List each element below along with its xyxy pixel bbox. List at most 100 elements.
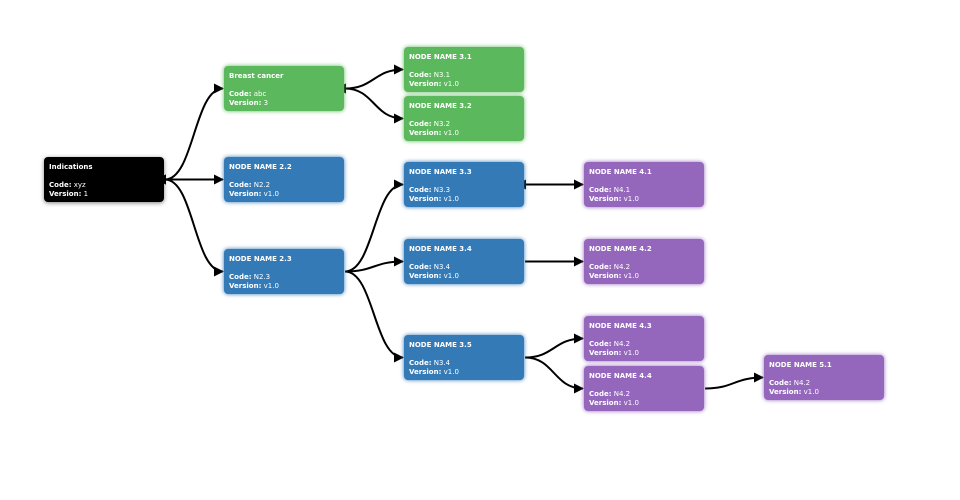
- node-version-row: Version: v1.0: [229, 190, 339, 199]
- version-label: Version:: [589, 349, 622, 357]
- edge-n21-n32: [336, 83, 404, 124]
- code-label: Code:: [229, 181, 252, 189]
- version-label: Version:: [229, 99, 262, 107]
- code-value: N4.2: [613, 390, 631, 398]
- node-title: NODE NAME 4.2: [589, 245, 652, 253]
- code-value: N3.3: [433, 186, 451, 194]
- version-value: 1: [83, 190, 89, 198]
- code-label: Code:: [49, 181, 72, 189]
- edge-n1-n21: [156, 83, 224, 185]
- code-label: Code:: [229, 90, 252, 98]
- code-label: Code:: [589, 186, 612, 194]
- node-title: NODE NAME 4.4: [589, 372, 652, 380]
- code-label: Code:: [769, 379, 792, 387]
- version-label: Version:: [409, 368, 442, 376]
- node-title: NODE NAME 3.2: [409, 102, 472, 110]
- node-title: NODE NAME 3.1: [409, 53, 472, 61]
- node-version-row: Version: 3: [229, 99, 339, 108]
- version-label: Version:: [409, 129, 442, 137]
- code-value: N3.2: [433, 120, 451, 128]
- node-title: NODE NAME 2.3: [229, 255, 292, 263]
- node-code-row: Code: N2.2: [229, 181, 339, 190]
- version-value: v1.0: [443, 195, 459, 203]
- node-title: NODE NAME 3.4: [409, 245, 472, 253]
- version-label: Version:: [589, 399, 622, 407]
- node-code-row: Code: abc: [229, 90, 339, 99]
- code-value: N4.2: [613, 263, 631, 271]
- version-value: v1.0: [623, 349, 639, 357]
- version-label: Version:: [229, 190, 262, 198]
- node-title: NODE NAME 3.3: [409, 168, 472, 176]
- version-value: v1.0: [623, 272, 639, 280]
- code-label: Code:: [589, 340, 612, 348]
- code-label: Code:: [409, 359, 432, 367]
- code-label: Code:: [589, 263, 612, 271]
- version-label: Version:: [409, 195, 442, 203]
- node-code-row: Code: N3.3: [409, 186, 519, 195]
- version-value: v1.0: [443, 129, 459, 137]
- node-version-row: Version: v1.0: [409, 80, 519, 89]
- node-title: NODE NAME 3.5: [409, 341, 472, 349]
- code-value: abc: [253, 90, 267, 98]
- version-value: v1.0: [443, 80, 459, 88]
- version-label: Version:: [769, 388, 802, 396]
- node-version-row: Version: v1.0: [409, 272, 519, 281]
- edge-n23-n33: [344, 179, 404, 273]
- node-code-row: Code: N3.2: [409, 120, 519, 129]
- version-label: Version:: [589, 272, 622, 280]
- version-label: Version:: [589, 195, 622, 203]
- code-value: N2.2: [253, 181, 271, 189]
- edge-n1-n23: [156, 174, 224, 277]
- node-code-row: Code: N4.2: [589, 263, 699, 272]
- code-label: Code:: [409, 263, 432, 271]
- node-code-row: Code: xyz: [49, 181, 159, 190]
- version-value: v1.0: [623, 195, 639, 203]
- code-value: N4.2: [613, 340, 631, 348]
- version-value: v1.0: [443, 272, 459, 280]
- node-version-row: Version: 1: [49, 190, 159, 199]
- node-code-row: Code: N4.2: [589, 390, 699, 399]
- node-code-row: Code: N3.4: [409, 359, 519, 368]
- node-code-row: Code: N3.1: [409, 71, 519, 80]
- code-label: Code:: [409, 120, 432, 128]
- code-label: Code:: [409, 186, 432, 194]
- edge-n23-n34: [344, 256, 404, 273]
- code-value: N3.4: [433, 263, 451, 271]
- node-version-row: Version: v1.0: [589, 195, 699, 204]
- version-value: v1.0: [443, 368, 459, 376]
- edge-n21-n31: [336, 64, 404, 94]
- edge-n35-n43: [524, 333, 584, 359]
- edge-n35-n44: [524, 356, 584, 394]
- version-value: v1.0: [263, 190, 279, 198]
- code-value: N3.4: [433, 359, 451, 367]
- node-code-row: Code: N2.3: [229, 273, 339, 282]
- node-version-row: Version: v1.0: [229, 282, 339, 291]
- version-value: v1.0: [263, 282, 279, 290]
- node-version-row: Version: v1.0: [589, 399, 699, 408]
- node-version-row: Version: v1.0: [589, 272, 699, 281]
- code-value: xyz: [73, 181, 86, 189]
- node-version-row: Version: v1.0: [409, 195, 519, 204]
- version-label: Version:: [409, 80, 442, 88]
- code-value: N4.1: [613, 186, 631, 194]
- node-version-row: Version: v1.0: [769, 388, 879, 397]
- edge-n44-n51: [704, 372, 764, 390]
- node-title: Breast cancer: [229, 72, 284, 80]
- code-value: N4.2: [793, 379, 811, 387]
- node-version-row: Version: v1.0: [409, 368, 519, 377]
